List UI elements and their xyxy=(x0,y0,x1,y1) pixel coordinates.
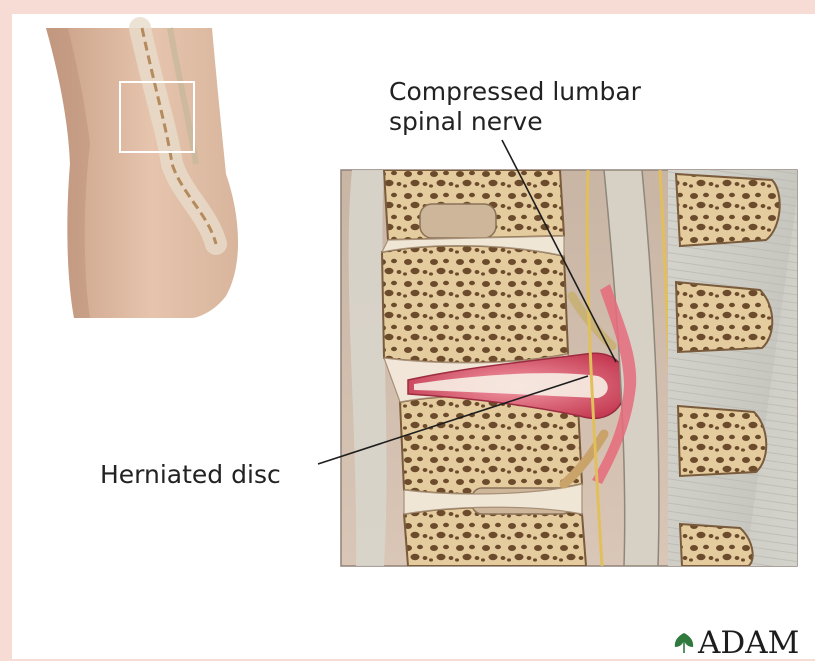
disc-callout-label: Herniated disc xyxy=(100,460,281,490)
nerve-callout-label: Compressed lumbar spinal nerve xyxy=(389,77,641,137)
illustration-frame: Compressed lumbar spinal nerve Herniated… xyxy=(12,14,815,659)
nerve-callout-line1: Compressed lumbar xyxy=(389,77,641,107)
nerve-callout-line2: spinal nerve xyxy=(389,107,641,137)
torso-thumbnail xyxy=(46,28,238,318)
spine-cross-section xyxy=(341,170,797,566)
adam-leaf-icon xyxy=(672,632,696,654)
adam-logo-text: ADAM xyxy=(698,626,799,660)
adam-logo: ADAM xyxy=(672,626,799,660)
